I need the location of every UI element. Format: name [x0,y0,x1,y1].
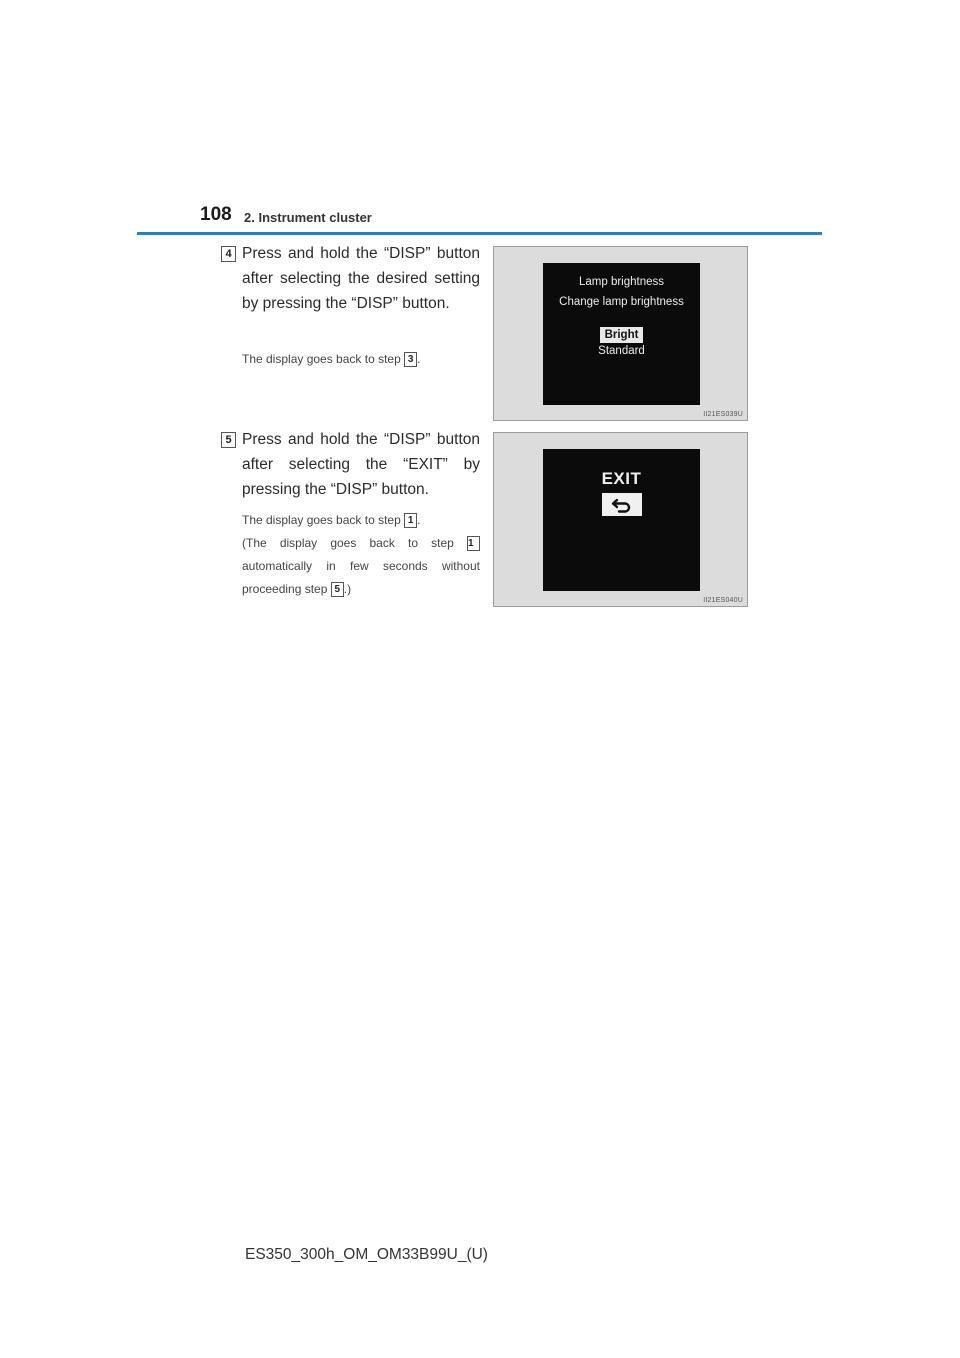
selected-option-wrap: Bright [543,325,700,343]
figure-exit: EXIT II21ES040U [493,432,748,607]
step-4-note: The display goes back to step 3. [242,348,480,371]
display-screen: EXIT [543,449,700,591]
step-ref-badge: 3 [404,352,418,368]
step-badge-5: 5 [221,432,236,448]
step-4-instruction: Press and hold the “DISP” button after s… [242,245,480,312]
section-title: 2. Instrument cluster [244,210,372,225]
figure-code: II21ES040U [703,597,743,604]
step-5-note-1-suffix: . [417,513,421,527]
page-number: 108 [200,204,232,225]
step-5-instruction: Press and hold the “DISP” button after s… [242,431,480,498]
step-5-note-2-line-1: (The display goes back to step 1 [242,532,480,555]
selected-option: Bright [599,327,644,343]
step-5-note-2-text: (The display goes back to step [242,536,454,550]
step-5-note-1-text: The display goes back to step [242,513,401,527]
step-5-note-2-line-3-text: proceeding step [242,582,328,596]
step-badge-4: 4 [221,246,236,262]
exit-label: EXIT [601,469,642,488]
step-ref-badge: 1 [404,513,418,529]
figure-code: II21ES039U [703,411,743,418]
screen-subtitle: Change lamp brightness [559,296,684,308]
step-5-note-1: The display goes back to step 1. [242,509,480,532]
step-ref-badge: 5 [330,582,344,598]
step-5-note-2-line-2: automatically in few seconds without [242,559,480,573]
step-4-note-suffix: . [417,352,421,366]
back-button-graphic [601,493,642,516]
other-option: Standard [598,345,645,357]
screen-title: Lamp brightness [578,276,665,288]
step-4-note-text: The display goes back to step [242,352,401,366]
display-screen: Lamp brightness Change lamp brightness B… [543,263,700,405]
return-arrow-icon [611,498,630,513]
figure-lamp-brightness: Lamp brightness Change lamp brightness B… [493,246,748,421]
step-ref-badge: 1 [467,536,480,552]
header-rule [137,232,822,235]
step-5-note-2-suffix: .) [343,582,352,596]
footer-doc-code: ES350_300h_OM_OM33B99U_(U) [245,1246,488,1263]
step-5-note-2-line-3: proceeding step 5.) [242,578,480,601]
